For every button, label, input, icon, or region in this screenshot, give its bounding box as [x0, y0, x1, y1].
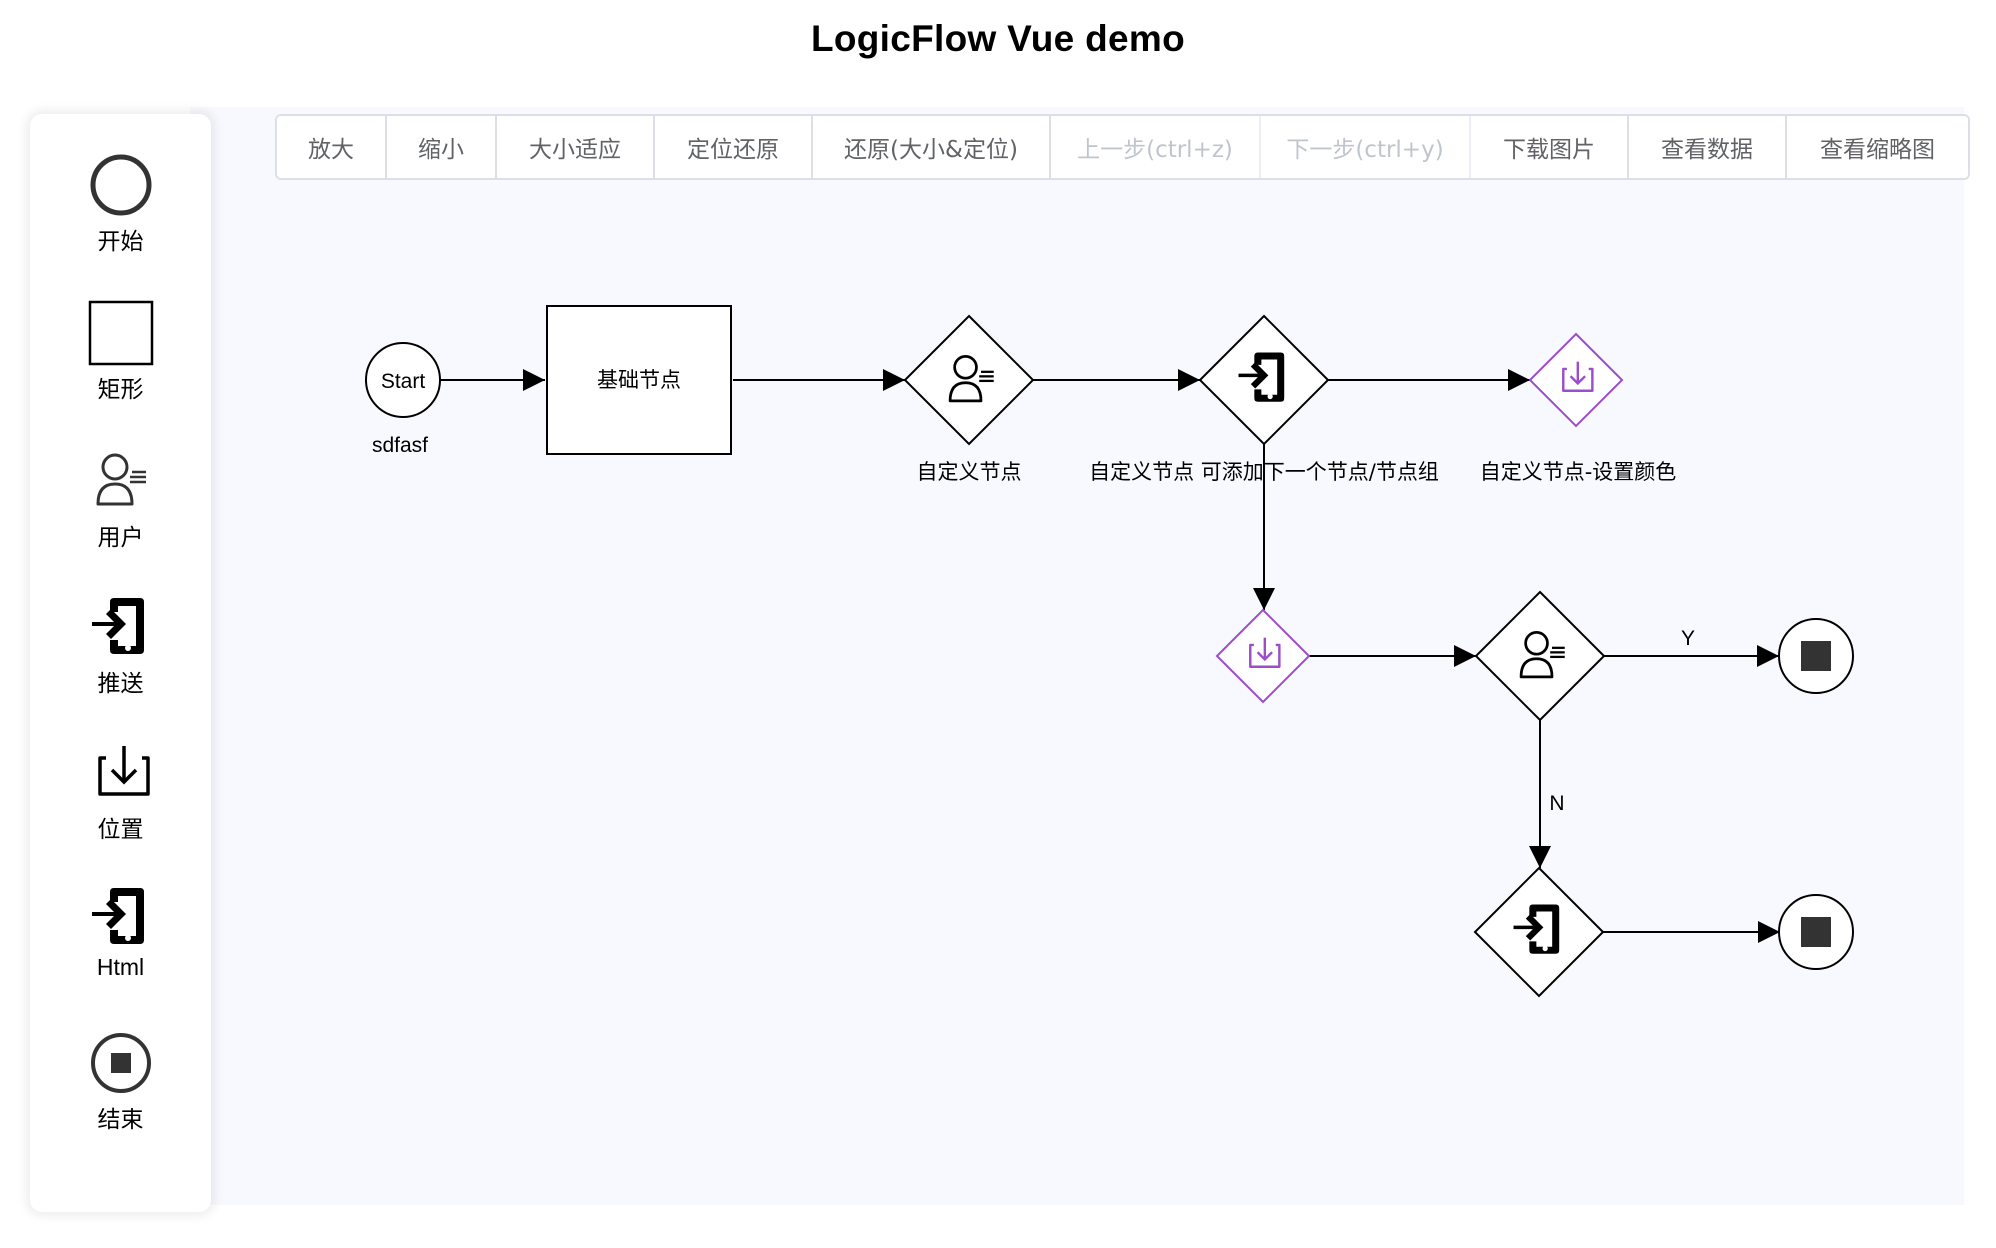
node-user-1[interactable]: 自定义节点	[903, 314, 1035, 484]
node-end-1[interactable]	[1778, 618, 1854, 694]
node-download-1[interactable]: 自定义节点-设置颜色	[1480, 332, 1677, 484]
undo-button[interactable]: 上一步(ctrl+z)	[1051, 116, 1261, 178]
download-icon	[97, 746, 150, 796]
palette-item-push[interactable]: 推送	[30, 594, 211, 698]
zoom-out-button[interactable]: 缩小	[387, 116, 497, 178]
view-minimap-button[interactable]: 查看缩略图	[1787, 116, 1968, 178]
edge-label-y: Y	[1681, 627, 1695, 650]
user-icon	[96, 453, 146, 506]
fit-view-button[interactable]: 大小适应	[497, 116, 655, 178]
palette-item-end[interactable]: 结束	[30, 1030, 211, 1134]
palette-item-label: 位置	[97, 817, 144, 843]
node-start-text: Start	[381, 370, 426, 393]
node-download-1-label: 自定义节点-设置颜色	[1480, 460, 1677, 484]
node-push-1-label: 自定义节点 可添加下一个节点/节点组	[1089, 460, 1439, 484]
palette-item-position[interactable]: 位置	[30, 740, 211, 844]
node-start[interactable]: Start sdfasf	[365, 342, 441, 457]
node-push-1[interactable]: 自定义节点 可添加下一个节点/节点组	[1089, 314, 1439, 484]
node-download-2[interactable]	[1215, 608, 1311, 704]
palette-item-label: 开始	[97, 229, 144, 255]
reset-all-button[interactable]: 还原(大小&定位)	[813, 116, 1051, 178]
node-user-2[interactable]	[1474, 590, 1606, 722]
reset-translate-button[interactable]: 定位还原	[655, 116, 813, 178]
palette-item-label: 矩形	[97, 377, 144, 403]
toolbar: 放大 缩小 大小适应 定位还原 还原(大小&定位) 上一步(ctrl+z) 下一…	[275, 114, 1970, 180]
node-palette: 开始 矩形 用户 推送 位置	[30, 114, 211, 1212]
redo-button[interactable]: 下一步(ctrl+y)	[1261, 116, 1471, 178]
edges: Y N	[440, 369, 1780, 943]
end-icon	[90, 1033, 151, 1093]
node-rect-text: 基础节点	[597, 368, 681, 392]
page-title: LogicFlow Vue demo	[810, 18, 1186, 59]
palette-item-html[interactable]: Html	[30, 884, 211, 981]
rectangle-icon	[88, 300, 153, 366]
palette-item-label: 结束	[97, 1107, 144, 1133]
node-user-1-label: 自定义节点	[917, 460, 1022, 484]
palette-item-label: 用户	[97, 525, 144, 551]
palette-item-user[interactable]: 用户	[30, 448, 211, 552]
download-image-button[interactable]: 下载图片	[1471, 116, 1629, 178]
node-push-2[interactable]	[1473, 866, 1605, 998]
push-icon	[91, 888, 144, 944]
edge-label-n: N	[1549, 792, 1564, 815]
zoom-in-button[interactable]: 放大	[277, 116, 387, 178]
node-end-2[interactable]	[1778, 894, 1854, 970]
palette-item-label: Html	[96, 954, 145, 980]
circle-icon	[90, 154, 151, 216]
node-start-label: sdfasf	[372, 434, 428, 457]
push-icon	[91, 598, 144, 654]
node-rect[interactable]: 基础节点	[546, 305, 732, 455]
view-data-button[interactable]: 查看数据	[1629, 116, 1787, 178]
palette-item-rect[interactable]: 矩形	[30, 300, 211, 404]
palette-item-start[interactable]: 开始	[30, 152, 211, 256]
palette-item-label: 推送	[97, 671, 144, 697]
